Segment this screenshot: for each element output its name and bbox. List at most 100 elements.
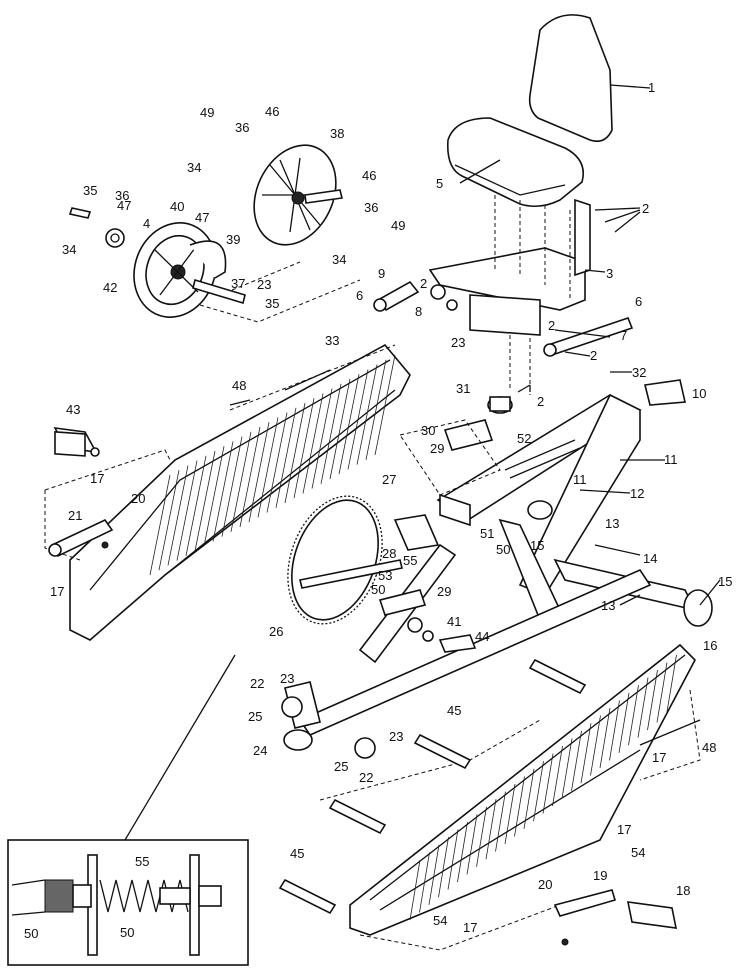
hatch-line	[293, 398, 315, 499]
hatch-line	[561, 738, 573, 799]
hatch-line	[666, 654, 677, 715]
hatch-line	[194, 450, 216, 552]
hatch-line	[248, 422, 270, 523]
callout-30: 30	[421, 423, 435, 438]
callout-10: 10	[692, 386, 706, 401]
callout-50: 50	[120, 925, 134, 940]
callout-31: 31	[456, 381, 470, 396]
hatch-line	[647, 669, 658, 731]
callout-41: 41	[447, 614, 461, 629]
callout-2: 2	[537, 394, 544, 409]
hatch-line	[176, 460, 198, 561]
callout-4: 4	[143, 216, 150, 231]
callout-9: 9	[378, 266, 385, 281]
seat-back	[528, 14, 613, 143]
callout-45: 45	[290, 846, 304, 861]
callout-54: 54	[631, 845, 645, 860]
hatch-line	[347, 369, 369, 470]
hatch-line	[365, 359, 387, 460]
hatch-line	[447, 829, 459, 890]
callout-45: 45	[447, 703, 461, 718]
callout-34: 34	[187, 160, 201, 175]
hatch-line	[203, 446, 225, 547]
callout-1: 1	[648, 80, 655, 95]
callout-53: 53	[378, 568, 392, 583]
hatch-line	[485, 799, 497, 860]
callout-23: 23	[280, 671, 294, 686]
drive-wheel	[68, 207, 246, 318]
callout-22: 22	[359, 770, 373, 785]
callout-23: 23	[451, 335, 465, 350]
callout-50: 50	[496, 542, 510, 557]
hatch-line	[599, 707, 611, 769]
hatch-line	[221, 436, 243, 537]
callout-50: 50	[371, 582, 385, 597]
callout-37: 37	[231, 276, 245, 291]
callout-17: 17	[90, 471, 104, 486]
console	[443, 396, 513, 451]
hatch-line	[428, 844, 440, 905]
callout-20: 20	[131, 491, 145, 506]
hatch-line	[356, 364, 378, 465]
callout-51: 51	[480, 526, 494, 541]
hatch-line	[284, 402, 306, 504]
hatch-line	[149, 474, 171, 576]
callout-38: 38	[330, 126, 344, 141]
callout-43: 43	[66, 402, 80, 417]
hatch-line	[542, 753, 554, 814]
hatch-line	[266, 412, 288, 513]
hatch-line	[311, 388, 333, 489]
callout-23: 23	[257, 277, 271, 292]
right-pedal	[626, 901, 678, 929]
hatch-line	[158, 470, 180, 571]
callout-11: 11	[573, 472, 587, 487]
callout-2: 2	[642, 201, 649, 216]
hatch-line	[571, 730, 582, 791]
callout-18: 18	[676, 883, 690, 898]
callout-29: 29	[437, 584, 451, 599]
callout-5: 5	[436, 176, 443, 191]
callout-labels: 1 2 2 2 2 2 3 4 5 6 6 7 8 9 10 11 11 12 …	[24, 80, 732, 941]
callout-35: 35	[83, 183, 97, 198]
hatch-line	[628, 685, 639, 746]
callout-13: 13	[601, 598, 615, 613]
callout-22: 22	[250, 676, 264, 691]
callout-11: 11	[664, 452, 678, 467]
callout-6: 6	[356, 288, 363, 303]
callout-15: 15	[718, 574, 732, 589]
hatch-line	[438, 837, 449, 898]
base-frame	[281, 514, 652, 759]
console-dashes	[399, 419, 501, 496]
callout-17: 17	[617, 822, 631, 837]
callout-7: 7	[620, 328, 627, 343]
hatch-line	[466, 814, 478, 875]
callout-15: 15	[530, 538, 544, 553]
callout-36: 36	[235, 120, 249, 135]
hatch-line	[374, 354, 396, 456]
hatch-line	[409, 859, 421, 921]
detail-inset	[7, 654, 249, 966]
callout-2: 2	[548, 318, 555, 333]
hatch-line	[212, 441, 234, 542]
right-crank-arm	[553, 889, 616, 946]
callout-17: 17	[652, 750, 666, 765]
callout-28: 28	[382, 546, 396, 561]
callout-36: 36	[115, 188, 129, 203]
callout-36: 36	[364, 200, 378, 215]
callout-23: 23	[389, 729, 403, 744]
callout-55: 55	[135, 854, 149, 869]
callout-35: 35	[265, 296, 279, 311]
hatch-line	[514, 776, 525, 837]
callout-29: 29	[430, 441, 444, 456]
hatch-line	[580, 723, 592, 784]
hatch-line	[618, 692, 630, 753]
callout-46: 46	[265, 104, 279, 119]
callout-44: 44	[475, 629, 489, 644]
left-side-shield	[69, 343, 411, 641]
callout-19: 19	[593, 868, 607, 883]
hatch-line	[338, 374, 360, 475]
chain-sprocket	[287, 495, 403, 625]
callout-48: 48	[232, 378, 246, 393]
hatch-line	[523, 768, 535, 829]
